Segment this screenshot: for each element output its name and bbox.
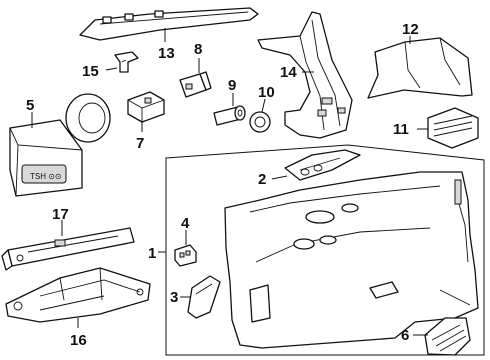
part-16-scissor-jack xyxy=(5,267,151,323)
callout-7: 7 xyxy=(136,135,144,152)
callout-3: 3 xyxy=(170,289,178,306)
part-9-socket xyxy=(213,105,246,126)
callout-8: 8 xyxy=(194,41,202,58)
callout-5: 5 xyxy=(26,97,34,114)
part-12-pillar-trim xyxy=(367,37,473,99)
callout-17: 17 xyxy=(52,206,69,223)
part-5-storage-bin: TSH ⊙⊙ xyxy=(9,93,111,197)
part-17-jack-handle xyxy=(1,227,135,271)
part-7-switch xyxy=(127,91,165,123)
quarter-panel-main xyxy=(224,171,479,349)
part-4-clip xyxy=(174,244,197,267)
part-11-vent xyxy=(427,107,479,149)
part-10-plug xyxy=(249,111,271,133)
callout-11: 11 xyxy=(393,121,409,138)
callout-14: 14 xyxy=(280,64,297,81)
part-6-cover xyxy=(424,317,471,356)
callout-12: 12 xyxy=(402,21,419,38)
part-8-connector xyxy=(179,71,212,98)
callout-1: 1 xyxy=(148,245,156,262)
assembly-1-box xyxy=(165,144,485,356)
part-2-lamp xyxy=(284,149,361,181)
callout-15: 15 xyxy=(82,63,99,80)
part-13-upper-trim xyxy=(79,7,259,41)
part-15-clip xyxy=(114,51,139,73)
part-3-bezel xyxy=(187,275,221,319)
callout-6: 6 xyxy=(401,327,409,344)
callout-9: 9 xyxy=(228,77,236,94)
warning-label-icon: TSH ⊙⊙ xyxy=(30,172,62,181)
callout-4: 4 xyxy=(181,215,190,232)
part-14-quarter-trim xyxy=(257,11,353,139)
callout-10: 10 xyxy=(258,84,275,101)
callout-13: 13 xyxy=(158,45,175,62)
callout-16: 16 xyxy=(70,332,87,349)
callout-2: 2 xyxy=(258,171,266,188)
